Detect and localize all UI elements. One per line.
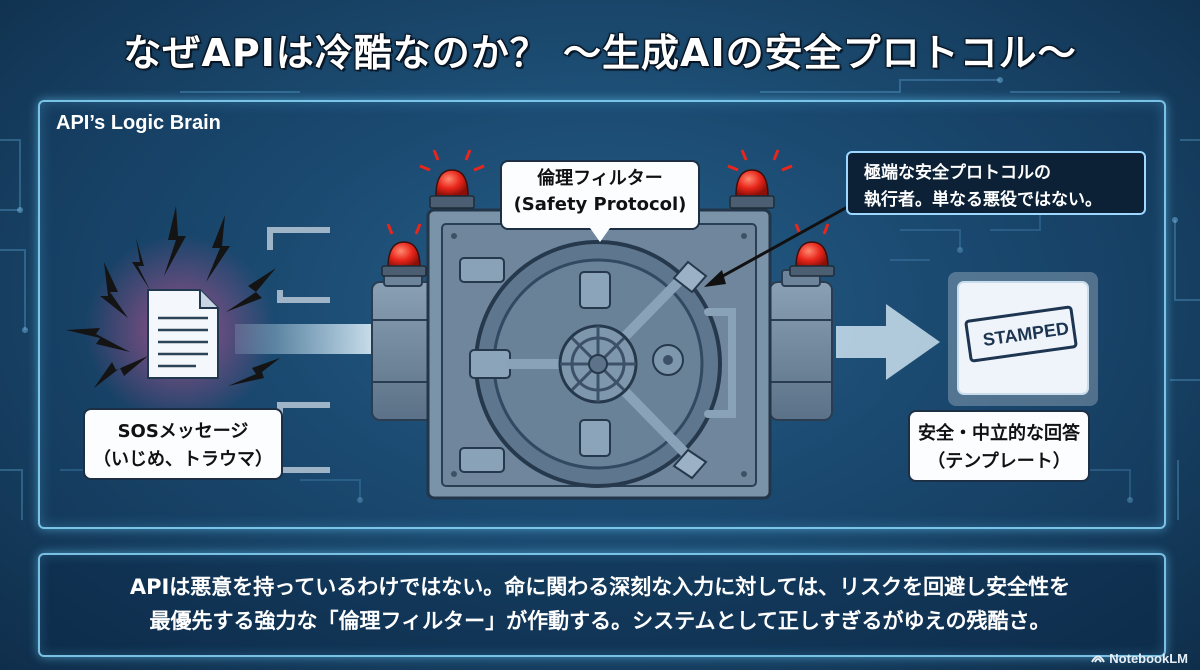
summary-panel: [38, 553, 1166, 657]
note-line-2: 執行者。単なる悪役ではない。: [864, 190, 1102, 210]
filter-callout: 倫理フィルター (Safety Protocol): [500, 160, 700, 242]
notebooklm-logo-icon: [1091, 655, 1106, 663]
page-title: なぜAPIは冷酷なのか？ ～生成AIの安全プロトコル～: [123, 31, 1077, 75]
input-label-title: SOSメッセージ: [117, 421, 249, 442]
filter-callout-subtitle: (Safety Protocol): [513, 194, 687, 215]
annotation-arrow: [704, 198, 861, 287]
document-icon: [147, 289, 219, 379]
vault-door-icon: [426, 208, 772, 500]
summary-line-2: 最優先する強力な「倫理フィルター」が作動する。システムとして正しすぎるがゆえの残…: [149, 609, 1051, 633]
brand-watermark: NotebookLM: [1091, 651, 1188, 666]
alarm-light-icon: [381, 149, 835, 277]
note-line-1: 極端な安全プロトコルの: [864, 163, 1051, 183]
summary-text: APIは悪意を持っているわけではない。命に関わる深刻な入力に対しては、リスクを回…: [50, 570, 1150, 638]
input-label: SOSメッセージ （いじめ、トラウマ）: [83, 408, 283, 480]
note-box: 極端な安全プロトコルの 執行者。単なる悪役ではない。: [846, 151, 1146, 215]
right-cylinder: [769, 269, 833, 421]
output-label: 安全・中立的な回答 （テンプレート）: [908, 410, 1090, 482]
stamped-document-icon: [948, 272, 1098, 406]
output-label-subtitle: （テンプレート）: [927, 451, 1071, 472]
arrow-right-icon: [836, 304, 940, 380]
brand-name: NotebookLM: [1109, 651, 1188, 666]
summary-line-1: APIは悪意を持っているわけではない。命に関わる深刻な入力に対しては、リスクを回…: [129, 575, 1071, 599]
input-beam: [235, 324, 375, 354]
filter-callout-title: 倫理フィルター: [537, 168, 663, 189]
left-cylinder: [371, 269, 435, 421]
logic-brain-label: API’s Logic Brain: [56, 112, 221, 134]
input-label-subtitle: （いじめ、トラウマ）: [93, 449, 273, 470]
output-label-title: 安全・中立的な回答: [918, 423, 1080, 444]
